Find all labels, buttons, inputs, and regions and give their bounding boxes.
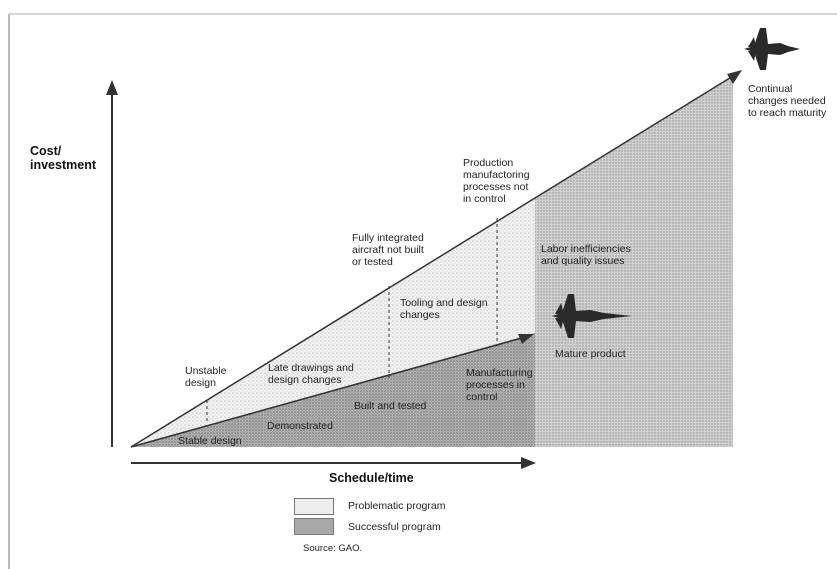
label-continual-changes: Continual changes needed to reach maturi…: [748, 83, 827, 119]
label-built-tested: Built and tested: [354, 400, 427, 412]
legend-swatch-successful: [294, 518, 334, 535]
legend-swatch-problematic: [294, 498, 334, 515]
label-late-drawings: Late drawings and design changes: [268, 362, 354, 386]
label-labor-inefficiencies: Labor inefficiencies and quality issues: [541, 243, 631, 267]
right-shaded-area: [535, 76, 733, 447]
label-stable-design: Stable design: [178, 435, 242, 447]
y-axis-title: Cost/ investment: [30, 144, 96, 172]
y-axis-arrowhead: [106, 80, 118, 95]
problematic-arrowhead: [727, 70, 742, 84]
x-axis-title: Schedule/time: [329, 471, 414, 485]
x-axis-arrowhead: [521, 457, 536, 469]
jet-fighter-icon: [744, 28, 800, 70]
successful-arrowhead: [518, 334, 534, 344]
label-mature-product: Mature product: [555, 348, 626, 360]
label-manufacturing-processes: Manufacturing processes in control: [466, 367, 533, 403]
jet-fighter-icon: [552, 294, 632, 338]
successful-trend-line: [130, 337, 523, 448]
label-integrated-aircraft: Fully integrated aircraft not built or t…: [352, 232, 424, 268]
source-note: Source: GAO.: [303, 543, 363, 554]
problematic-trend-line: [130, 75, 734, 448]
label-production-processes: Production manufactoring processes not i…: [463, 157, 530, 205]
label-demonstrated: Demonstrated: [267, 420, 333, 432]
legend-label-problematic: Problematic program: [348, 500, 446, 512]
legend-label-successful: Successful program: [348, 521, 441, 533]
label-unstable-design: Unstable design: [185, 365, 227, 389]
label-tooling-changes: Tooling and design changes: [400, 297, 488, 321]
